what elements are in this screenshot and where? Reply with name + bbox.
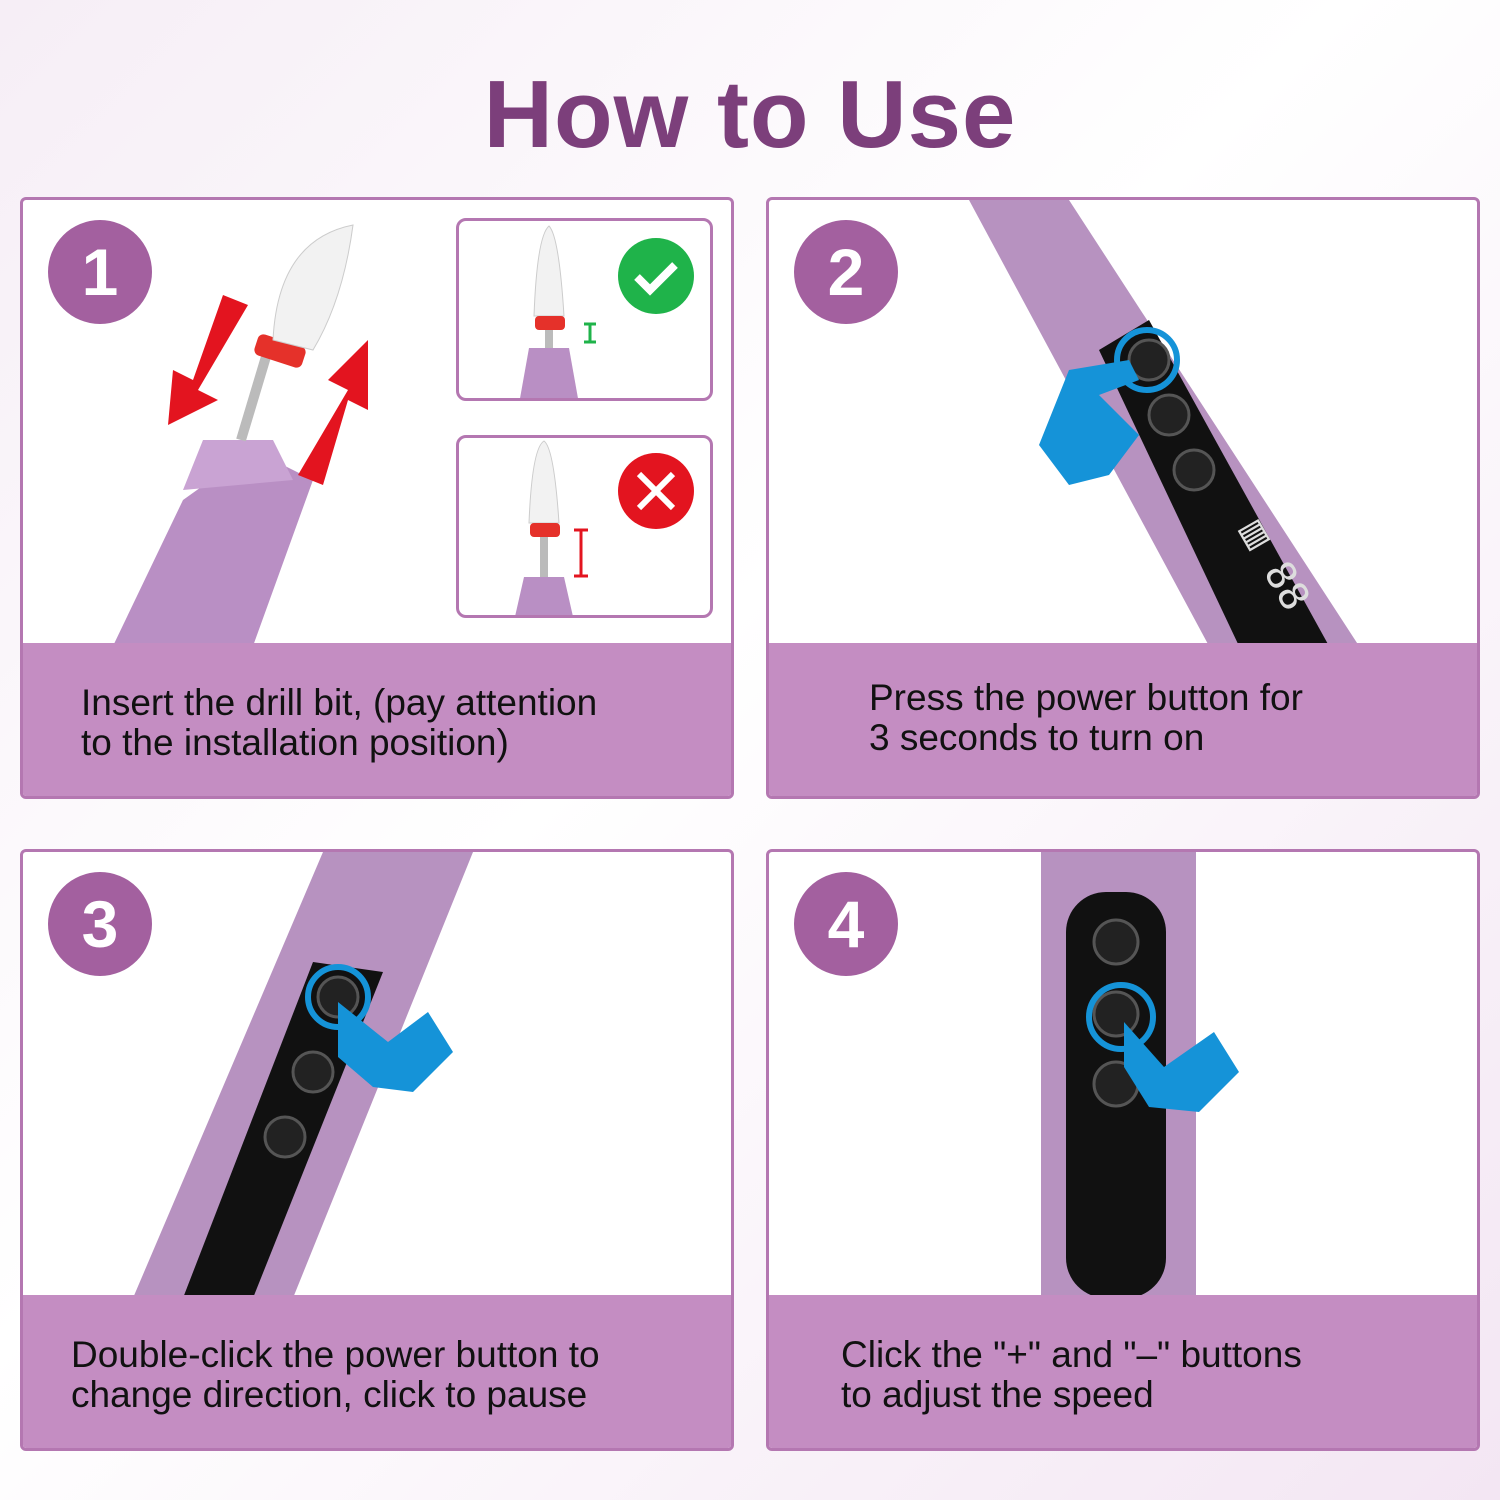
caption-line: Press the power button for xyxy=(869,677,1303,718)
caption-line: to the installation position) xyxy=(81,722,509,763)
step-badge: 2 xyxy=(794,220,898,324)
step-4-panel: 4 Click the "+" and "–" buttons to adjus… xyxy=(766,849,1480,1451)
step-caption: Double-click the power button to change … xyxy=(23,1295,731,1448)
pen-power-button-illustration: ▥ 88 xyxy=(969,200,1359,646)
step-badge: 3 xyxy=(48,872,152,976)
checkmark-icon xyxy=(618,238,694,314)
page-title: How to Use xyxy=(483,61,1017,168)
correct-position-inset xyxy=(456,218,713,401)
pen-double-click-illustration xyxy=(133,852,473,1298)
step-badge: 1 xyxy=(48,220,152,324)
step-2-panel: ▥ 88 2 Press the power button for 3 seco… xyxy=(766,197,1480,799)
caption-line: Insert the drill bit, (pay attention xyxy=(81,682,598,723)
arrow-up-right-icon xyxy=(298,340,368,485)
caption-line: Click the "+" and "–" buttons xyxy=(841,1334,1302,1375)
pen-speed-buttons-illustration xyxy=(1041,852,1239,1298)
step-caption: Press the power button for 3 seconds to … xyxy=(769,643,1477,796)
step-caption: Insert the drill bit, (pay attention to … xyxy=(23,643,731,796)
caption-line: Double-click the power button to xyxy=(71,1334,600,1375)
arrow-down-left-icon xyxy=(168,295,248,425)
caption-line: 3 seconds to turn on xyxy=(869,717,1205,758)
caption-line: to adjust the speed xyxy=(841,1374,1154,1415)
step-badge: 4 xyxy=(794,872,898,976)
hand-pointer-icon xyxy=(1124,1022,1239,1112)
hand-pointer-icon xyxy=(1039,360,1139,485)
hand-pointer-icon xyxy=(338,1002,453,1092)
step-1-panel: 1 Insert the drill bit, (pay attention t… xyxy=(20,197,734,799)
step-caption: Click the "+" and "–" buttons to adjust … xyxy=(769,1295,1477,1448)
caption-line: change direction, click to pause xyxy=(71,1374,588,1415)
step-3-panel: 3 Double-click the power button to chang… xyxy=(20,849,734,1451)
drill-bit-insertion-illustration xyxy=(113,224,368,646)
wrong-position-inset xyxy=(456,435,713,618)
